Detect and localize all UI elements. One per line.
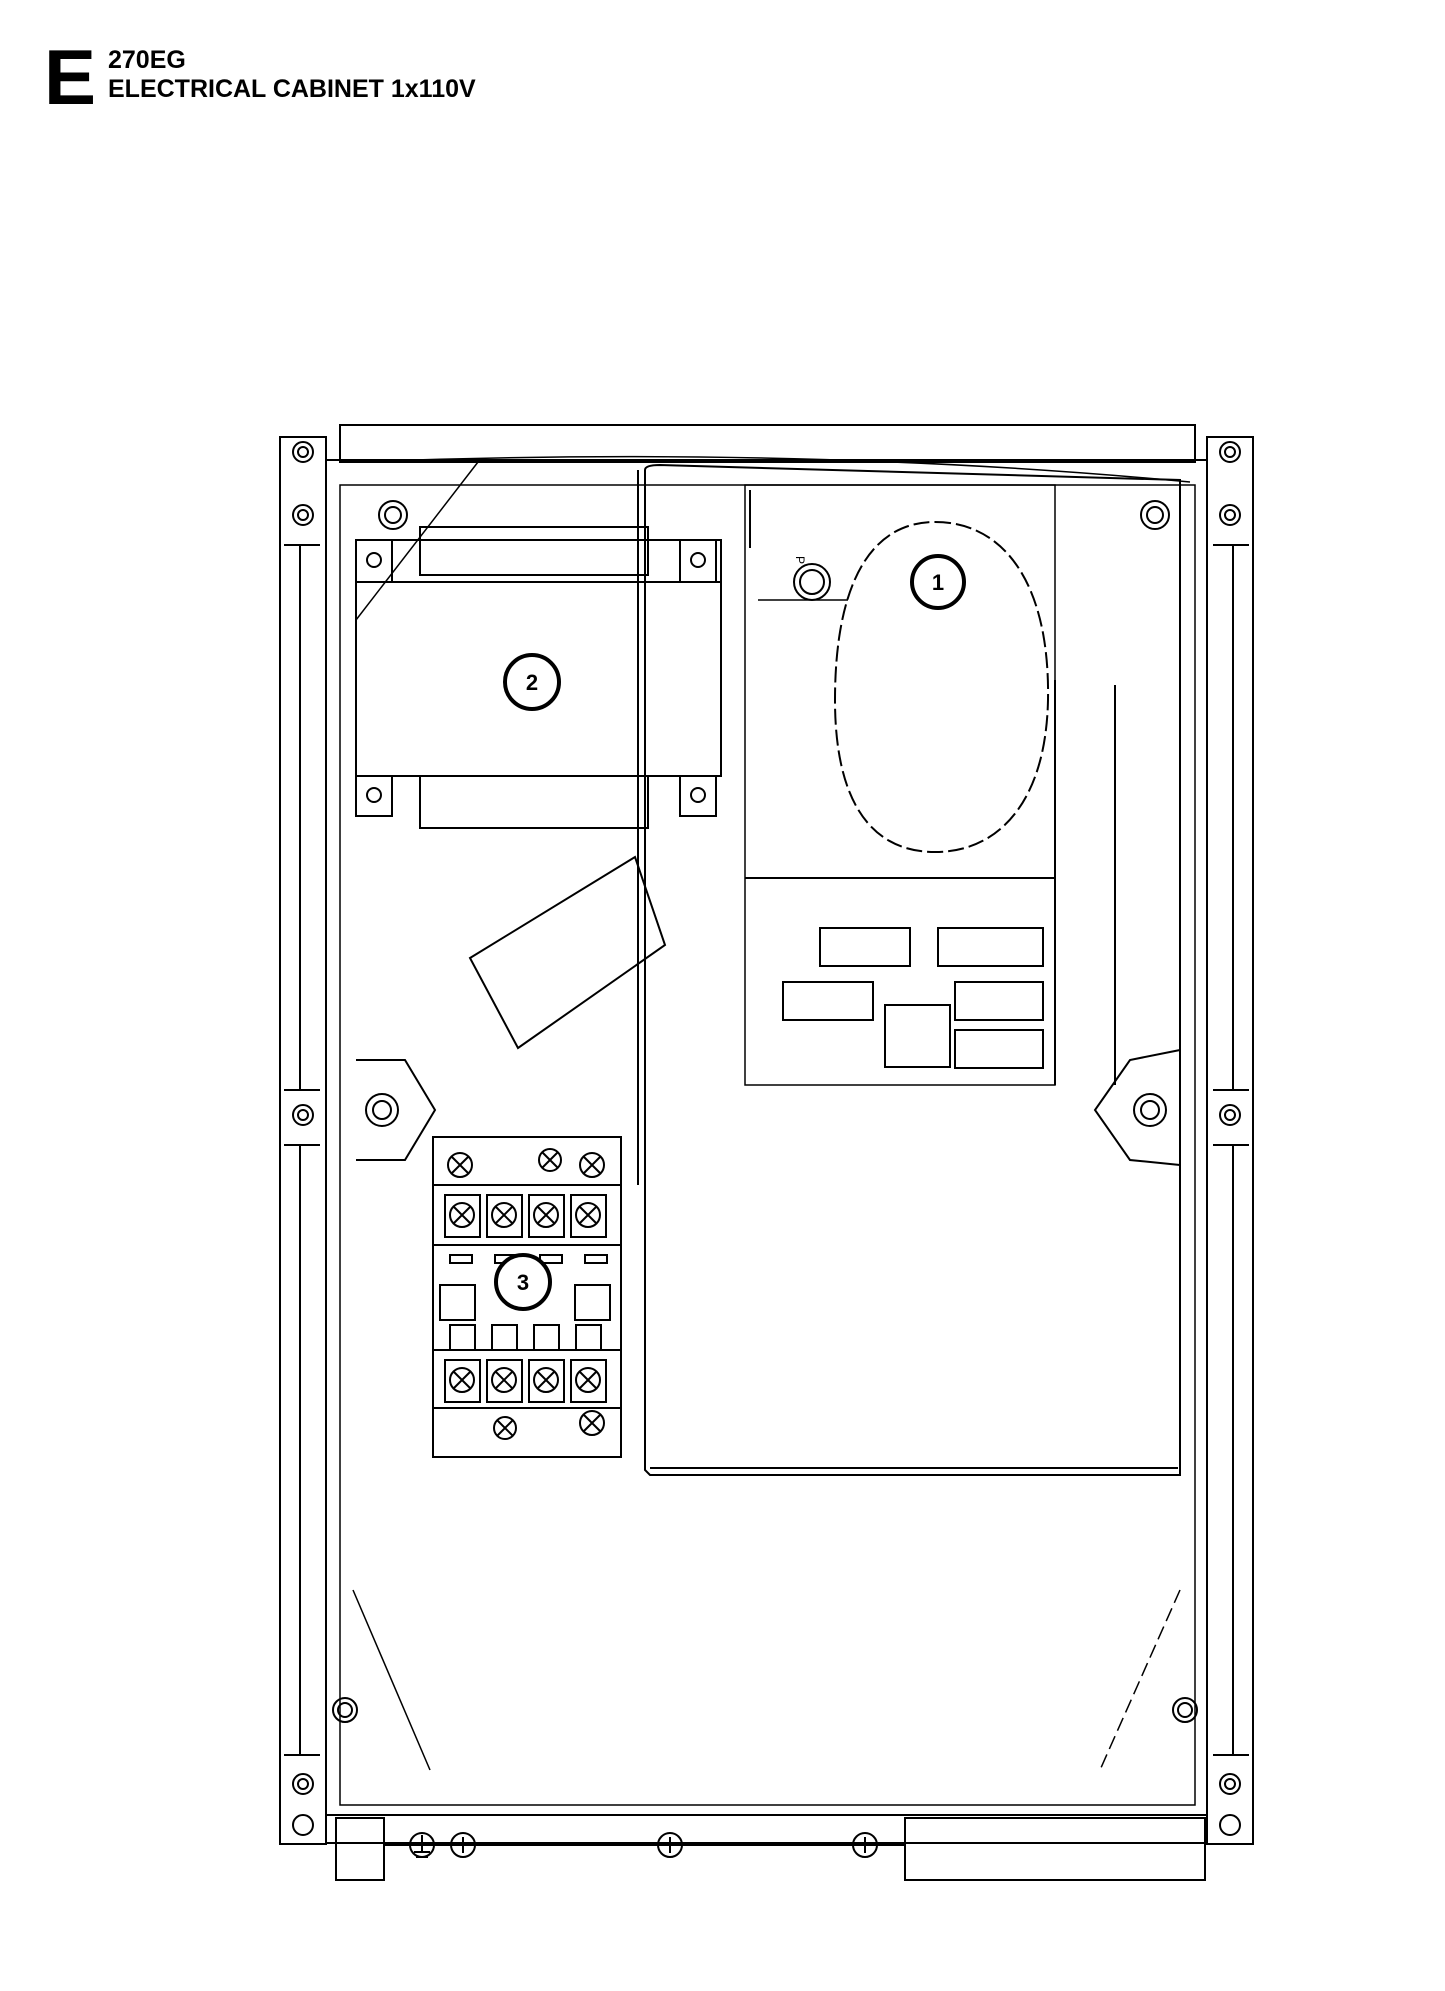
contactor xyxy=(432,1136,622,1458)
right-flange xyxy=(1206,436,1254,1845)
callout-1-label: 1 xyxy=(932,570,944,595)
wire-duct xyxy=(468,855,667,1050)
flange-screws xyxy=(292,441,1241,1836)
transformer xyxy=(355,526,722,829)
keypad-dial xyxy=(833,520,1050,854)
indicator-mark: P xyxy=(793,556,807,564)
callout-3: 3 xyxy=(494,1253,552,1311)
section-letter: E xyxy=(44,33,97,121)
callout-2-label: 2 xyxy=(526,670,538,695)
page-title: ELECTRICAL CABINET 1x110V xyxy=(108,75,476,103)
top-cap xyxy=(339,424,1196,463)
callout-1: 1 xyxy=(910,554,966,610)
right-bracket xyxy=(1093,1049,1181,1166)
callout-2: 2 xyxy=(503,653,561,711)
left-bracket xyxy=(356,1059,437,1161)
title-block: 270EG ELECTRICAL CABINET 1x110V xyxy=(108,46,476,104)
corner-holes xyxy=(332,500,1198,1723)
inverter-drive-enclosure xyxy=(644,463,1181,1476)
model-number: 270EG xyxy=(108,46,186,74)
callout-3-label: 3 xyxy=(517,1270,529,1295)
left-flange xyxy=(279,436,327,1845)
bottom-terminal-strip xyxy=(325,1814,1208,1881)
